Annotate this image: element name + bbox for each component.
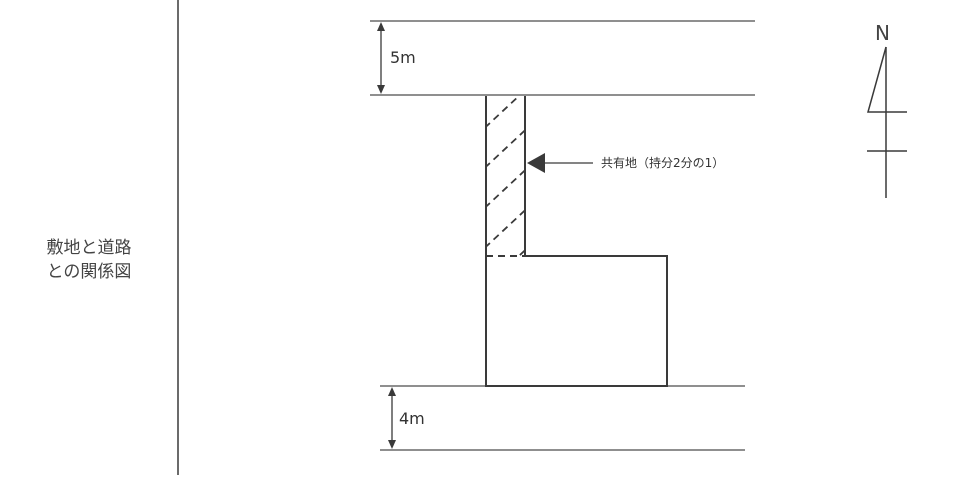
hatch-line [486,169,525,208]
south-road-width-label: 4m [399,409,425,428]
north-road-width-label: 5m [390,48,416,67]
north-arrow: N [867,21,907,198]
north-road-arrow-top [377,22,385,31]
hatch-line [486,129,525,168]
shared-land-label: 共有地（持分2分の1） [601,155,724,170]
shared-strip-hatching [486,96,525,256]
north-arrow-head [867,46,907,113]
north-letter: N [875,21,890,45]
south-road-arrow-top [388,387,396,396]
hatch-line [486,96,521,128]
hatch-line [517,249,525,256]
site-lot [485,96,668,387]
diagram-title-line-1: 敷地と道路 [46,238,132,258]
shared-land-callout: 共有地（持分2分の1） [527,153,724,173]
south-road: 4m [380,385,745,451]
callout-arrowhead [527,153,545,173]
hatch-line [486,209,525,248]
north-road: 5m [370,20,755,96]
south-road-arrow-bottom [388,440,396,449]
lot-boundary [485,96,668,387]
diagram-title: 敷地と道路 との関係図 [14,236,164,284]
diagram-title-line-2: との関係図 [46,262,132,282]
north-road-arrow-bottom [377,85,385,94]
